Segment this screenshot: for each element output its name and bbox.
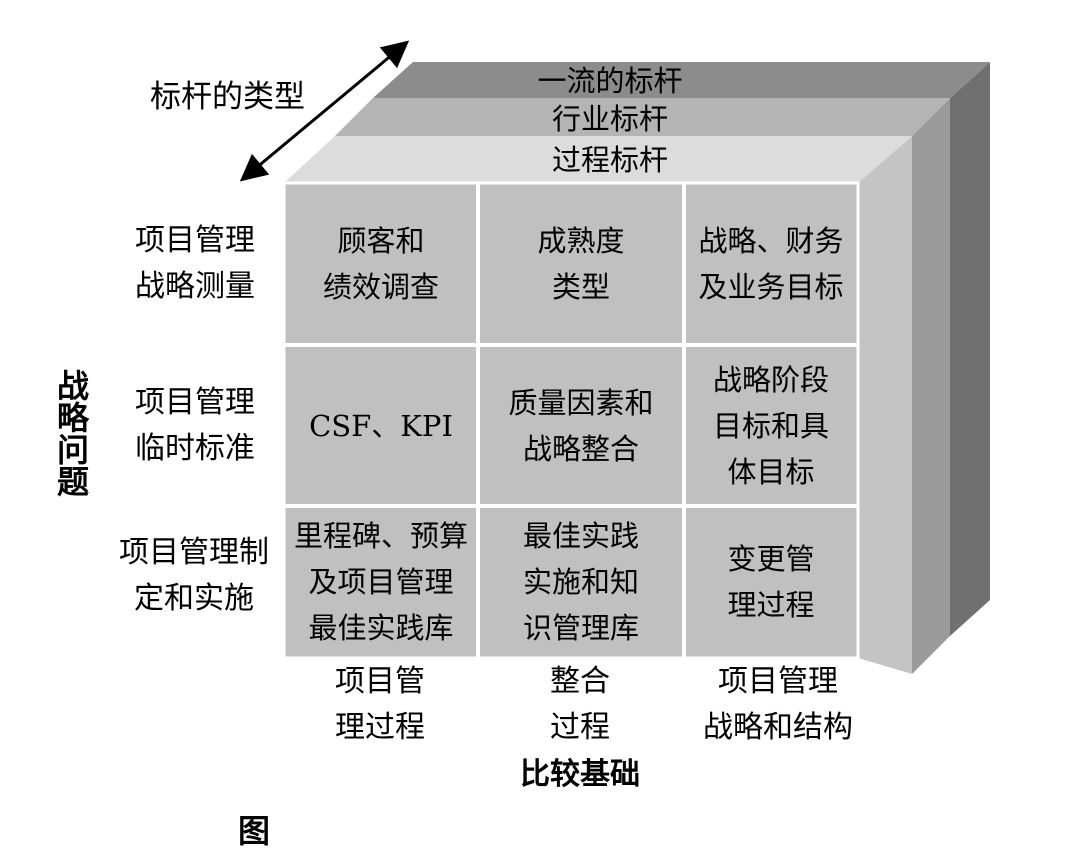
layer-side-front xyxy=(858,136,912,674)
cell-csf-kpi: CSF、KPI xyxy=(309,408,453,443)
row-label-strategy-measurement: 项目管理 战略测量 xyxy=(135,223,255,304)
layer-label-world-class: 一流的标杆 xyxy=(537,64,683,98)
cell-best-practice-knowledge-library: 最佳实践 实施和知 识管理库 xyxy=(522,519,639,645)
cell-maturity-type: 成熟度 类型 xyxy=(537,224,625,304)
layer-label-industry: 行业标杆 xyxy=(551,102,668,136)
layer-side-middle xyxy=(912,98,950,674)
column-label-pm-process: 项目管 理过程 xyxy=(335,664,425,745)
figure-caption: 图 xyxy=(238,812,271,850)
benchmark-type-axis-label: 标杆的类型 xyxy=(150,79,305,115)
layer-top-process xyxy=(284,136,912,183)
cell-strategy-finance-business-goals: 战略、财务 及业务目标 xyxy=(698,224,844,304)
cell-milestones-budget-best-practices: 里程碑、预算 及项目管理 最佳实践库 xyxy=(293,519,468,645)
column-label-pm-strategy-structure: 项目管理 战略和结构 xyxy=(703,664,853,745)
row-label-interim-standards: 项目管理 临时标准 xyxy=(135,385,255,466)
benchmark-cube-diagram xyxy=(239,40,990,674)
benchmark-type-arrow xyxy=(239,40,410,182)
cell-quality-factors-strategy-integration: 质量因素和 战略整合 xyxy=(508,385,654,466)
comparison-basis-axis-label: 比较基础 xyxy=(520,757,640,792)
front-face xyxy=(284,183,858,658)
layer-top-industry xyxy=(335,98,950,136)
layer-top-world-class xyxy=(373,62,990,98)
row-label-formulation-implementation: 项目管理制 定和实施 xyxy=(119,535,269,616)
front-face-border xyxy=(282,181,860,660)
strategic-issues-axis-label: 战略问题 xyxy=(56,367,89,501)
layer-label-process: 过程标杆 xyxy=(551,143,668,177)
cell-strategic-stage-objectives: 战略阶段 目标和具 体目标 xyxy=(712,362,829,489)
column-label-integration-process: 整合 过程 xyxy=(550,664,610,745)
layer-side-back xyxy=(950,62,990,636)
cell-change-management-process: 变更管 理过程 xyxy=(727,542,815,622)
cell-customer-performance-survey: 顾客和 绩效调查 xyxy=(322,224,439,304)
